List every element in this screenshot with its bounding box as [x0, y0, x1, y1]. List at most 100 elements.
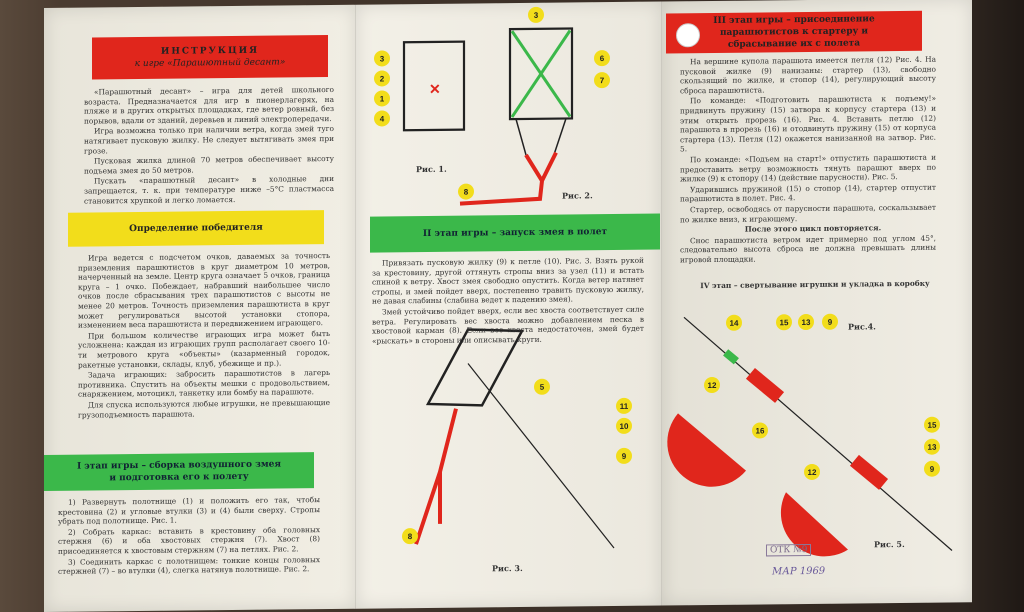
fig4-parachute: [667, 413, 746, 487]
winners-title: Определение победителя: [129, 222, 263, 235]
number-callout-label: 1: [380, 94, 385, 103]
number-callout-label: 7: [600, 76, 605, 85]
instruction-title: ИНСТРУКЦИЯ: [160, 45, 260, 57]
instruction-title-band: ИНСТРУКЦИЯ к игре «Парашютный десант»: [92, 35, 328, 80]
number-callout: [924, 416, 940, 433]
fig2-strop: [553, 118, 567, 155]
number-callout: [374, 70, 390, 87]
winners-paragraph: При большом количестве играющих игра мож…: [78, 328, 330, 370]
number-callout-label: 15: [780, 318, 789, 327]
winners-band: Определение победителя: [68, 210, 324, 247]
fig5-starter: [849, 454, 889, 490]
fig2-tail: [459, 151, 558, 206]
number-callout: [924, 460, 940, 477]
number-callout: [374, 50, 390, 67]
parachute-figures: 14 15 13 9 12 16 15 13 9 12: [667, 313, 953, 557]
stage2-title: II этап игры – запуск змея в полет: [422, 227, 608, 240]
number-callout-label: 8: [408, 532, 413, 541]
number-callout: [374, 90, 390, 107]
number-callout: [594, 72, 610, 89]
fig4-starter: [745, 367, 785, 403]
number-callout-label: 9: [622, 452, 627, 461]
panel-left: ИНСТРУКЦИЯ к игре «Парашютный десант» «П…: [44, 4, 356, 612]
winners-paragraph: Игра ведется с подсчетом очков, даваемых…: [78, 251, 330, 330]
intro-paragraph: Игра возможна только при наличии ветра, …: [84, 124, 334, 156]
stage2-paragraph: Змей устойчиво пойдет вверх, если вес хв…: [372, 304, 644, 346]
number-callout: [616, 447, 632, 464]
fig2-rod: [510, 29, 572, 118]
number-callout-label: 4: [380, 114, 385, 123]
fig3-tail: [414, 408, 458, 545]
winners-paragraph: Для спуска используются любые игрушки, н…: [78, 397, 330, 420]
fig1-caption: Рис. 1.: [416, 163, 447, 175]
instruction-subtitle: к игре «Парашютный десант»: [134, 57, 286, 70]
number-callout: [704, 377, 720, 394]
winners-text: Игра ведется с подсчетом очков, даваемых…: [78, 251, 330, 421]
stage1-text: 1) Развернуть полотнище (1) и положить е…: [58, 495, 320, 577]
fig2-strop: [515, 118, 527, 156]
fig1-cross-mark: ✕: [429, 82, 441, 98]
number-callout: [822, 313, 838, 330]
number-callout: [528, 6, 544, 23]
number-callout: [752, 422, 768, 439]
number-callout-label: 9: [930, 465, 935, 474]
number-callout: [402, 528, 418, 545]
number-callout-label: 10: [620, 422, 629, 431]
stage2-text: Привязать пусковую жилку (9) к петле (10…: [372, 256, 644, 347]
number-callout-label: 11: [620, 402, 629, 411]
fig3-caption: Рис. 3.: [492, 562, 523, 574]
number-callout: [798, 314, 814, 331]
winners-paragraph: Задача играющих: забросить парашютистов …: [78, 368, 330, 399]
stage1-title: I этап игры – сборка воздушного змея и п…: [76, 459, 282, 484]
number-callout: [458, 183, 474, 200]
stage1-band: I этап игры – сборка воздушного змея и п…: [44, 452, 314, 491]
instruction-leaflet: ИНСТРУКЦИЯ к игре «Парашютный десант» «П…: [44, 0, 972, 612]
intro-paragraph: Пусковая жилка длиной 70 метров обеспечи…: [84, 154, 334, 176]
number-callout-label: 12: [808, 468, 817, 477]
number-callout: [726, 314, 742, 331]
fig2-kite-frame: [508, 27, 574, 121]
fig2-caption: Рис. 2.: [562, 190, 593, 201]
intro-paragraph: «Парашютный десант» – игра для детей шко…: [84, 84, 334, 126]
fig5-parachute: [780, 492, 848, 557]
number-callout-label: 12: [708, 381, 717, 390]
intro-paragraph: Пускать «парашютный десант» в холодные д…: [84, 174, 334, 206]
fig3-line: [467, 363, 615, 549]
number-callout-label: 3: [534, 11, 539, 20]
number-callout-label: 14: [730, 319, 739, 328]
fig4-stopper: [723, 349, 739, 365]
number-callout-label: 16: [756, 426, 765, 435]
stage1-step: 1) Развернуть полотнище (1) и положить е…: [58, 495, 320, 527]
panel-right: III этап игры – присоединение парашютист…: [662, 0, 972, 606]
number-callout-label: 2: [380, 74, 385, 83]
fig1-kite-frame: [402, 40, 466, 132]
stage1-step: 2) Собрать каркас: вставить в крестовину…: [58, 524, 320, 556]
number-callout-label: 13: [802, 318, 811, 327]
handwritten-date: МАР 1969: [772, 565, 826, 578]
number-callout: [374, 110, 390, 127]
right-labels: 14 15 13 9 12 16 15 13 9 12: [704, 313, 940, 480]
number-callout-label: 5: [540, 383, 545, 392]
number-callout: [616, 417, 632, 434]
fig5-caption: Рис. 5.: [874, 538, 905, 550]
number-callout: [776, 314, 792, 331]
stage1-step: 3) Соединить каркас с полотнищем: тонкие…: [58, 554, 320, 577]
number-callout: [924, 438, 940, 455]
number-callout-label: 13: [928, 443, 937, 452]
stage2-paragraph: Привязать пусковую жилку (9) к петле (10…: [372, 255, 644, 306]
fig4-line: [683, 316, 953, 551]
number-callout-label: 6: [600, 54, 605, 63]
number-callout: [804, 463, 820, 480]
otk-stamp: ОТК №9: [766, 543, 812, 557]
number-callout: [594, 50, 610, 67]
number-callout: [616, 397, 632, 414]
number-callout: [534, 378, 550, 395]
number-callout-label: 8: [464, 188, 469, 197]
number-callout-label: 15: [928, 421, 937, 430]
stage2-band: II этап игры – запуск змея в полет: [370, 213, 660, 253]
intro-text: «Парашютный десант» – игра для детей шко…: [84, 85, 334, 207]
number-callout-label: 9: [828, 318, 833, 327]
